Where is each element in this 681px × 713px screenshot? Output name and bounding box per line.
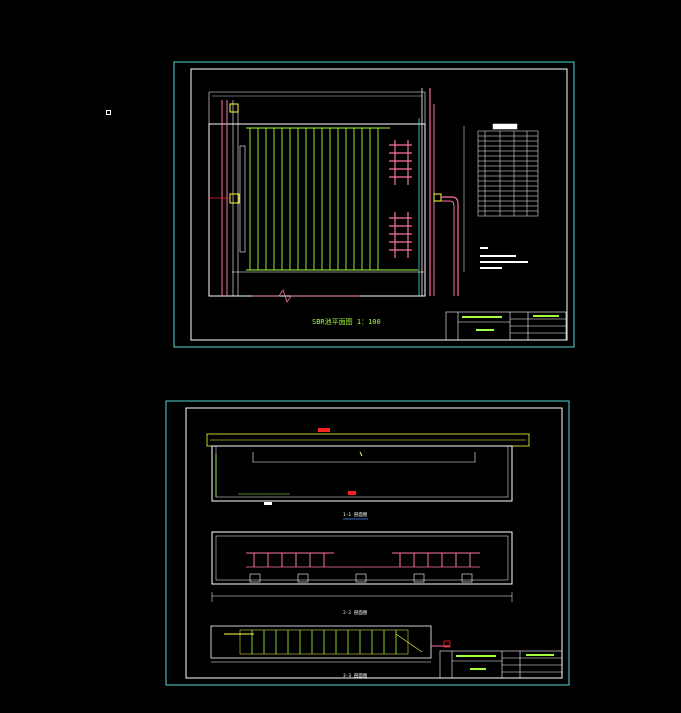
- section-3-3: [210, 625, 451, 663]
- sheet-2: 1-1 剖面图: [165, 400, 570, 686]
- decanter-bottom: [389, 212, 412, 258]
- cursor-snap-box: [106, 110, 111, 115]
- sbr-tank-plan-view: [208, 88, 465, 303]
- section-2-2: [211, 531, 513, 602]
- sheet-2-inner-frame: [185, 407, 563, 679]
- notes-block: [480, 247, 528, 269]
- valve-left-mid: [229, 193, 240, 204]
- sheet-1-title-block: [445, 311, 567, 341]
- valve-right-mid: [433, 193, 442, 202]
- diffuser-grid: [246, 127, 418, 271]
- decanter-top: [389, 140, 412, 185]
- sheet-1: SBR池平面图 1：100: [173, 61, 575, 348]
- section-1-1-label: 1-1 剖面图: [343, 511, 368, 518]
- plan-title: SBR池平面图 1：100: [312, 317, 381, 326]
- sheet-2-outer-border: [165, 400, 570, 686]
- equipment-table: [477, 123, 539, 217]
- valve-left-top: [229, 103, 239, 113]
- sheet-1-outer-border: [173, 61, 575, 348]
- sheet-2-title-block: [439, 650, 563, 679]
- section-2-2-label: 2-2 剖面图: [343, 609, 368, 616]
- section-3-3-label: 3-3 剖面图: [343, 672, 368, 679]
- sheet-1-inner-frame: [190, 68, 568, 341]
- section-1-1: [206, 428, 530, 505]
